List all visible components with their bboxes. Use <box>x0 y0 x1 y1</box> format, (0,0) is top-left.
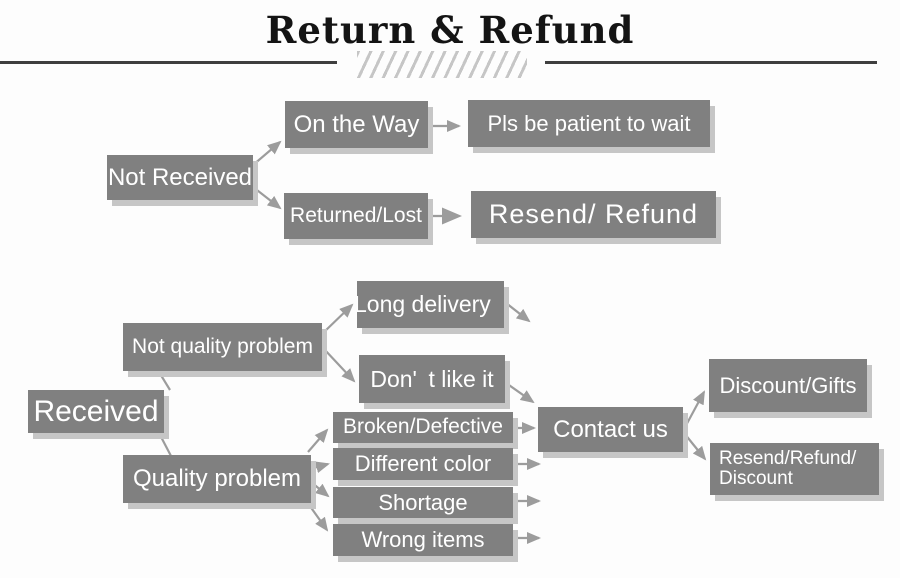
title-hatch-decoration <box>357 51 527 78</box>
node-resend-refund-discount-line1: Resend/Refund/ <box>719 448 857 470</box>
node-discount-gifts: Discount/Gifts <box>709 359 867 412</box>
node-received: Received <box>28 390 164 433</box>
node-different-color: Different color <box>333 448 513 480</box>
node-returned-lost: Returned/Lost <box>284 193 428 239</box>
node-resend-refund-discount: Resend/Refund/ Discount <box>710 443 879 495</box>
node-long-delivery: Long delivery <box>357 281 504 328</box>
node-contact-us: Contact us <box>538 407 683 452</box>
node-not-received: Not Received <box>107 155 253 200</box>
title-rule-right <box>545 61 877 64</box>
node-resend-refund: Resend/ Refund <box>471 191 716 238</box>
edge-received-to-not-quality-problem <box>158 371 171 391</box>
node-on-the-way: On the Way <box>285 101 428 148</box>
edge-quality-problem-to-different-color <box>309 461 330 473</box>
node-shortage: Shortage <box>333 487 513 518</box>
title-rule-left <box>0 61 337 64</box>
node-pls-be-patient-to-wait: Pls be patient to wait <box>468 100 710 147</box>
node-wrong-items: Wrong items <box>333 524 513 556</box>
edge-long-delivery-to-contact-us <box>505 302 531 323</box>
node-broken-defective: Broken/Defective <box>333 412 513 443</box>
edge-received-to-quality-problem <box>158 432 172 457</box>
edge-not-quality-problem-to-long-delivery <box>322 303 354 334</box>
edge-dont-like-it-to-contact-us <box>505 382 535 404</box>
edge-quality-problem-to-broken-defective <box>307 428 329 453</box>
page-title: Return & Refund <box>265 8 635 52</box>
edge-contact-us-to-resend-refund-discount <box>683 432 707 461</box>
node-resend-refund-discount-line2: Discount <box>719 468 793 489</box>
edge-quality-problem-to-wrong-items <box>306 501 329 532</box>
node-dont-like-it: Don' t like it <box>359 355 505 403</box>
edge-quality-problem-to-shortage <box>310 481 330 498</box>
edge-contact-us-to-discount-gifts <box>683 390 705 430</box>
edge-not-quality-problem-to-dont-like-it <box>323 348 356 383</box>
edge-not-received-to-on-the-way <box>252 140 282 166</box>
edge-not-received-to-returned-lost <box>252 186 282 210</box>
node-quality-problem: Quality problem <box>123 455 311 503</box>
node-not-quality-problem: Not quality problem <box>123 323 322 371</box>
